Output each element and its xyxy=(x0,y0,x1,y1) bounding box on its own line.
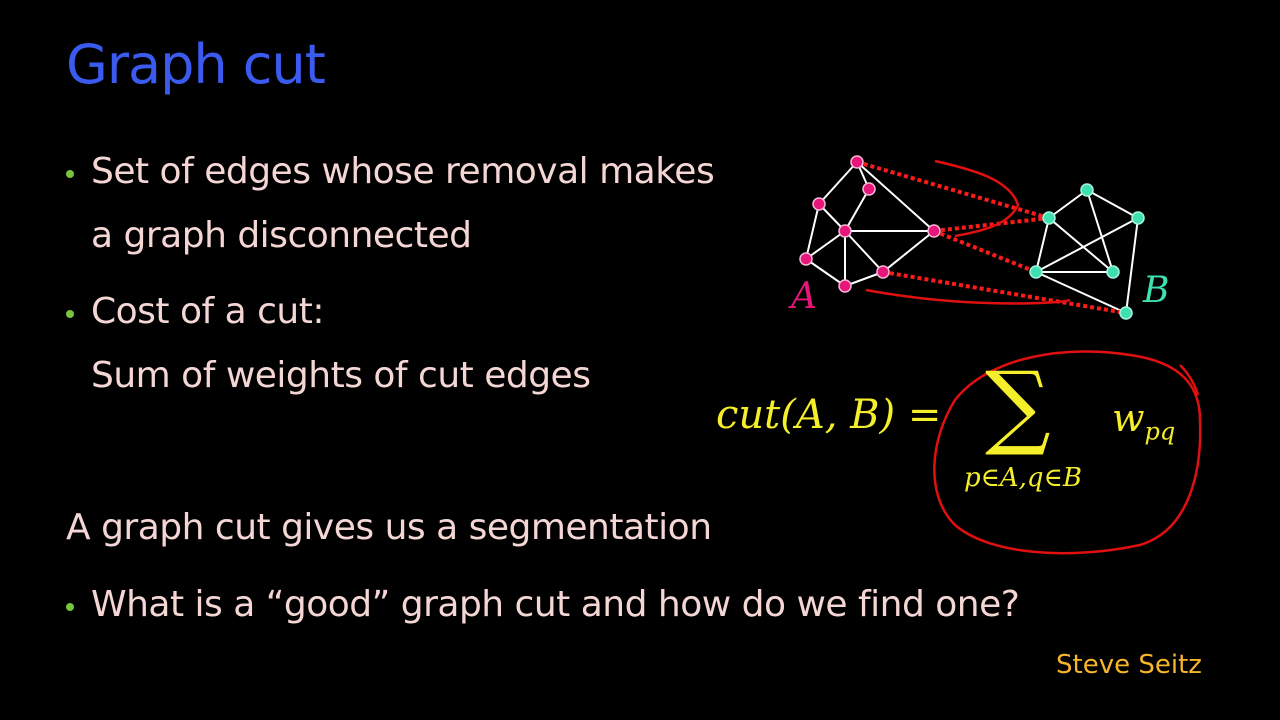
set-a-label: A xyxy=(791,276,817,317)
set-a-edges xyxy=(805,161,935,287)
slide-title: Graph cut xyxy=(66,33,326,96)
sum-operator: ∑ xyxy=(985,352,1051,459)
bullet-2-line-2: Sum of weights of cut edges xyxy=(91,355,591,396)
set-b-label: B xyxy=(1143,270,1170,311)
bullet-dot-icon xyxy=(66,310,74,318)
formula-term: wpq xyxy=(1112,396,1175,446)
cut-annotation xyxy=(865,159,1071,305)
formula-circle-annotation xyxy=(933,350,1202,555)
sub-bullet-text: What is a “good” graph cut and how do we… xyxy=(91,584,1020,625)
term-symbol: w xyxy=(1112,396,1145,440)
bullet-dot-icon xyxy=(66,170,74,178)
set-a-nodes xyxy=(799,155,941,293)
cut-edges xyxy=(856,160,1127,315)
set-b-edges xyxy=(1035,189,1139,314)
statement-text: A graph cut gives us a segmentation xyxy=(66,507,712,548)
bullet-1-line-2: a graph disconnected xyxy=(91,215,472,256)
bullet-2-line-1: Cost of a cut: xyxy=(91,291,324,332)
author-credit: Steve Seitz xyxy=(1056,650,1202,680)
bullet-1-line-1: Set of edges whose removal makes xyxy=(91,151,715,192)
set-b-nodes xyxy=(1029,183,1145,320)
formula-lhs: cut(A, B) = xyxy=(716,392,942,438)
bullet-dot-icon xyxy=(66,603,74,611)
term-subscript: pq xyxy=(1144,417,1176,446)
sum-subscript: p∈A,q∈B xyxy=(964,463,1082,493)
